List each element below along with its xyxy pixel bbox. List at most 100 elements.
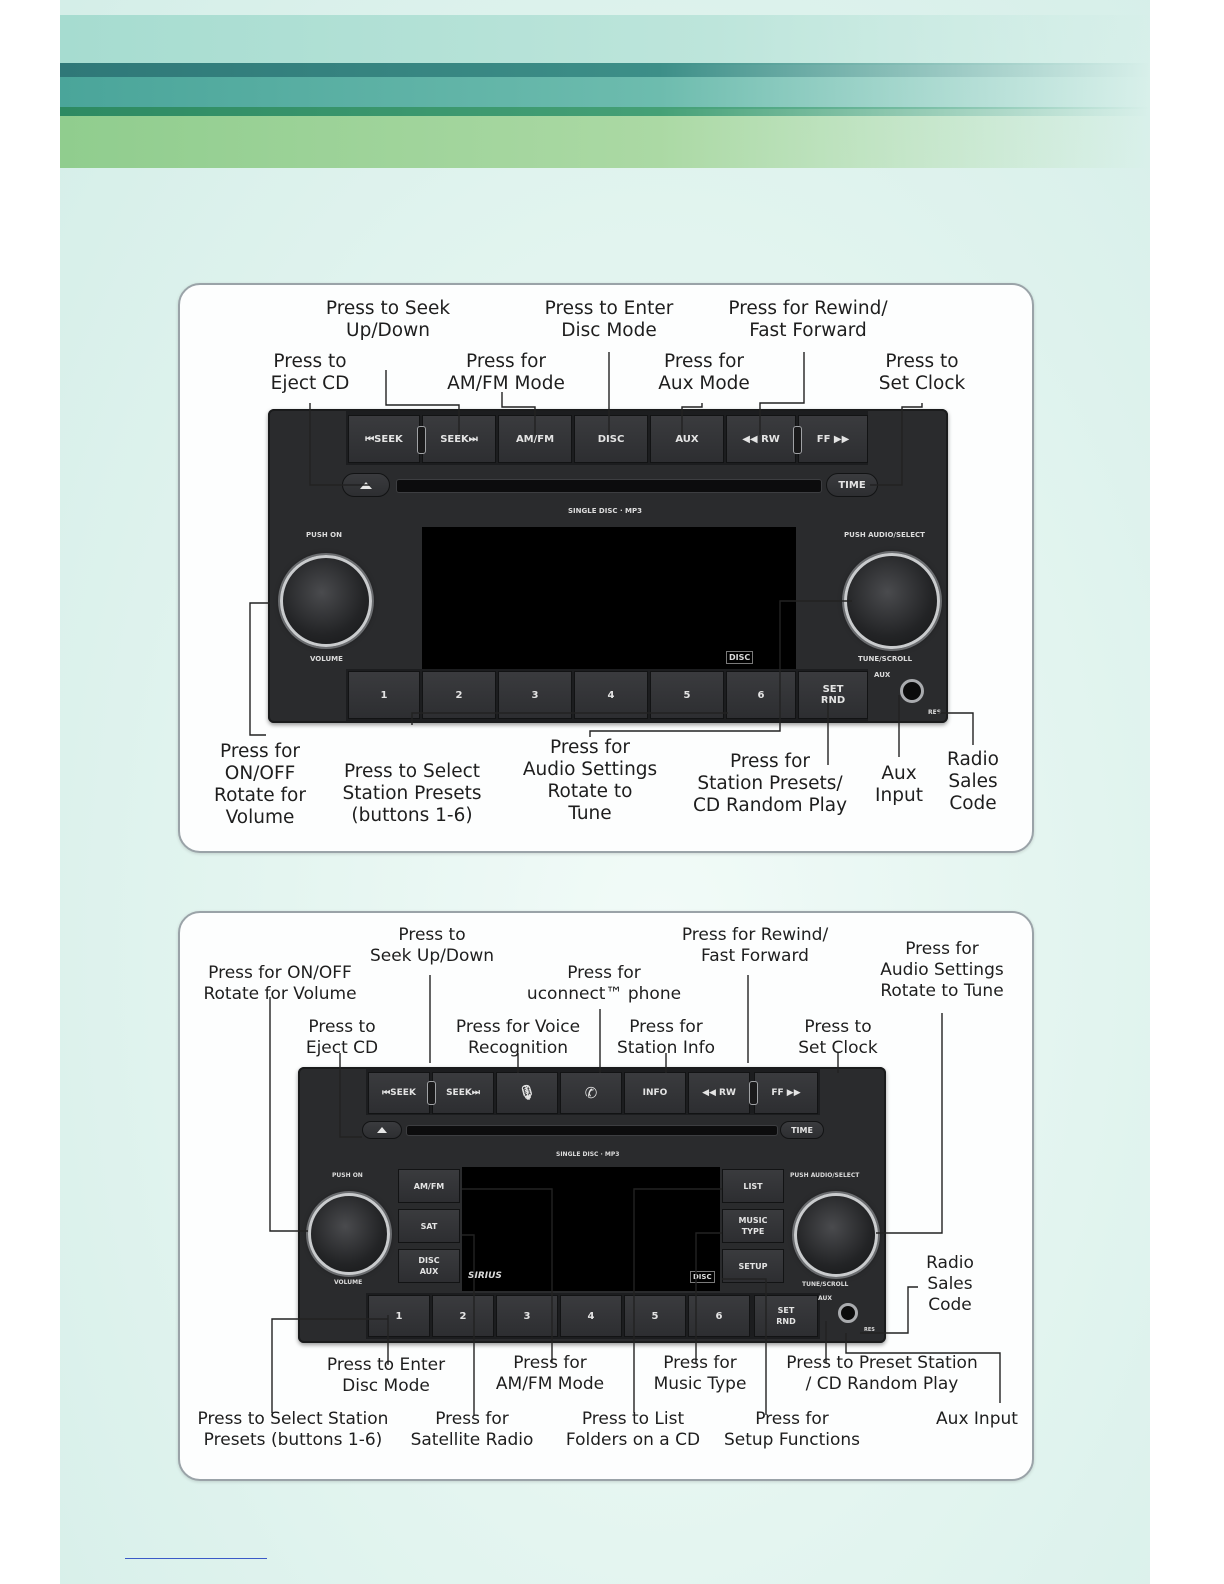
res-label: RES: [864, 1327, 875, 1333]
tune-scroll-label: TUNE/SCROLL: [858, 655, 913, 663]
rewind-button[interactable]: ◀◀ RW: [688, 1072, 750, 1114]
time-button[interactable]: TIME: [826, 473, 878, 497]
set-rnd-button[interactable]: SET RND: [754, 1295, 818, 1337]
callout-rewind: Press for Rewind/Fast Forward: [681, 925, 829, 966]
sirius-logo: SIRIUS: [468, 1271, 502, 1281]
aux-jack-label: AUX: [874, 671, 891, 679]
preset-button-6[interactable]: 6: [688, 1295, 750, 1337]
leader-line: [876, 1013, 943, 1234]
leader-line: [722, 1278, 767, 1415]
leader-lines: [249, 352, 974, 765]
aux-button[interactable]: AUX: [650, 415, 724, 463]
preset-button-4[interactable]: 4: [560, 1295, 622, 1337]
leader-line: [462, 1188, 553, 1363]
info-button[interactable]: INFO: [624, 1072, 686, 1114]
tune-knob[interactable]: [794, 1193, 878, 1277]
sat-button[interactable]: SAT: [398, 1209, 460, 1243]
preset-button-2[interactable]: 2: [422, 671, 496, 719]
fast-forward-button[interactable]: FF ▶▶: [754, 1072, 818, 1114]
preset-button-3[interactable]: 3: [496, 1295, 558, 1337]
cd-slot: [406, 1125, 778, 1136]
disc-icon: DISC: [726, 651, 754, 664]
push-audio-select-label: PUSH AUDIO/SELECT: [844, 531, 925, 539]
leader-line: [339, 1053, 362, 1138]
leader-lines: [269, 975, 1001, 1415]
seek-down-button[interactable]: ⏮SEEK: [368, 1072, 430, 1114]
disc-aux-button[interactable]: DISC AUX: [398, 1249, 460, 1283]
am-fm-button[interactable]: AM/FM: [398, 1169, 460, 1203]
disc-button[interactable]: DISC: [574, 415, 648, 463]
seek-up-button[interactable]: SEEK⏭: [432, 1072, 494, 1114]
preset-button-2[interactable]: 2: [432, 1295, 494, 1337]
seek-down-button[interactable]: ⏮SEEK: [348, 415, 420, 463]
set-rnd-button[interactable]: SET RND: [798, 671, 868, 719]
header-band: [60, 77, 1150, 109]
leader-line: [501, 392, 536, 435]
preset-button-4[interactable]: 4: [574, 671, 648, 719]
fast-forward-button[interactable]: FF ▶▶: [798, 415, 868, 463]
preset-button-5[interactable]: 5: [650, 671, 724, 719]
setup-button[interactable]: SETUP: [722, 1249, 784, 1283]
leader-line: [269, 997, 308, 1232]
uconnect-phone-button[interactable]: ✆: [560, 1072, 622, 1114]
slot-label: SINGLE DISC · MP3: [568, 507, 643, 515]
volume-knob[interactable]: [280, 555, 372, 647]
callout-rewind: Press for Rewind/Fast Forward: [728, 298, 888, 341]
display-screen: [462, 1167, 720, 1291]
leader-line: [385, 370, 460, 435]
volume-knob[interactable]: [308, 1193, 390, 1275]
leader-line: [936, 712, 974, 745]
list-button[interactable]: LIST: [722, 1169, 784, 1203]
time-button[interactable]: TIME: [780, 1121, 824, 1139]
volume-label: VOLUME: [310, 655, 343, 663]
leader-line: [845, 1333, 1001, 1403]
display-screen: [422, 527, 796, 669]
seek-rocker: [427, 1081, 436, 1105]
radio-unit: ⏮SEEK SEEK⏭ 🎙 ✆ INFO ◀◀ RW FF ▶▶ TIME SI…: [298, 1067, 886, 1343]
aux-jack[interactable]: [838, 1303, 858, 1323]
phone-icon: ✆: [584, 1083, 598, 1102]
seek-rocker: [417, 426, 426, 454]
push-on-label: PUSH ON: [306, 531, 342, 539]
push-audio-select-label: PUSH AUDIO/SELECT: [790, 1172, 860, 1179]
leader-line: [870, 403, 923, 486]
aux-jack[interactable]: [900, 679, 924, 703]
voice-icon: 🎙: [518, 1084, 536, 1101]
leader-line: [271, 1318, 388, 1413]
disc-icon: DISC: [690, 1271, 715, 1283]
rw-ff-rocker: [749, 1081, 758, 1105]
header-band: [60, 116, 1150, 168]
preset-button-1[interactable]: 1: [368, 1295, 430, 1337]
preset-button-1[interactable]: 1: [348, 671, 420, 719]
slot-label: SINGLE DISC · MP3: [556, 1151, 620, 1158]
leader-line: [759, 352, 805, 435]
music-type-button[interactable]: MUSIC TYPE: [722, 1209, 784, 1243]
preset-button-6[interactable]: 6: [726, 671, 796, 719]
radio-diagram-1: ⏮SEEK SEEK⏭ AM/FM DISC AUX ◀◀ RW FF ▶▶ T…: [178, 283, 1034, 853]
eject-icon: [377, 1127, 387, 1133]
leader-line: [695, 1232, 722, 1363]
eject-button[interactable]: [362, 1121, 402, 1139]
rewind-button[interactable]: ◀◀ RW: [726, 415, 796, 463]
voice-recognition-button[interactable]: 🎙: [496, 1072, 558, 1114]
leader-line: [860, 1286, 918, 1334]
preset-button-3[interactable]: 3: [498, 671, 572, 719]
